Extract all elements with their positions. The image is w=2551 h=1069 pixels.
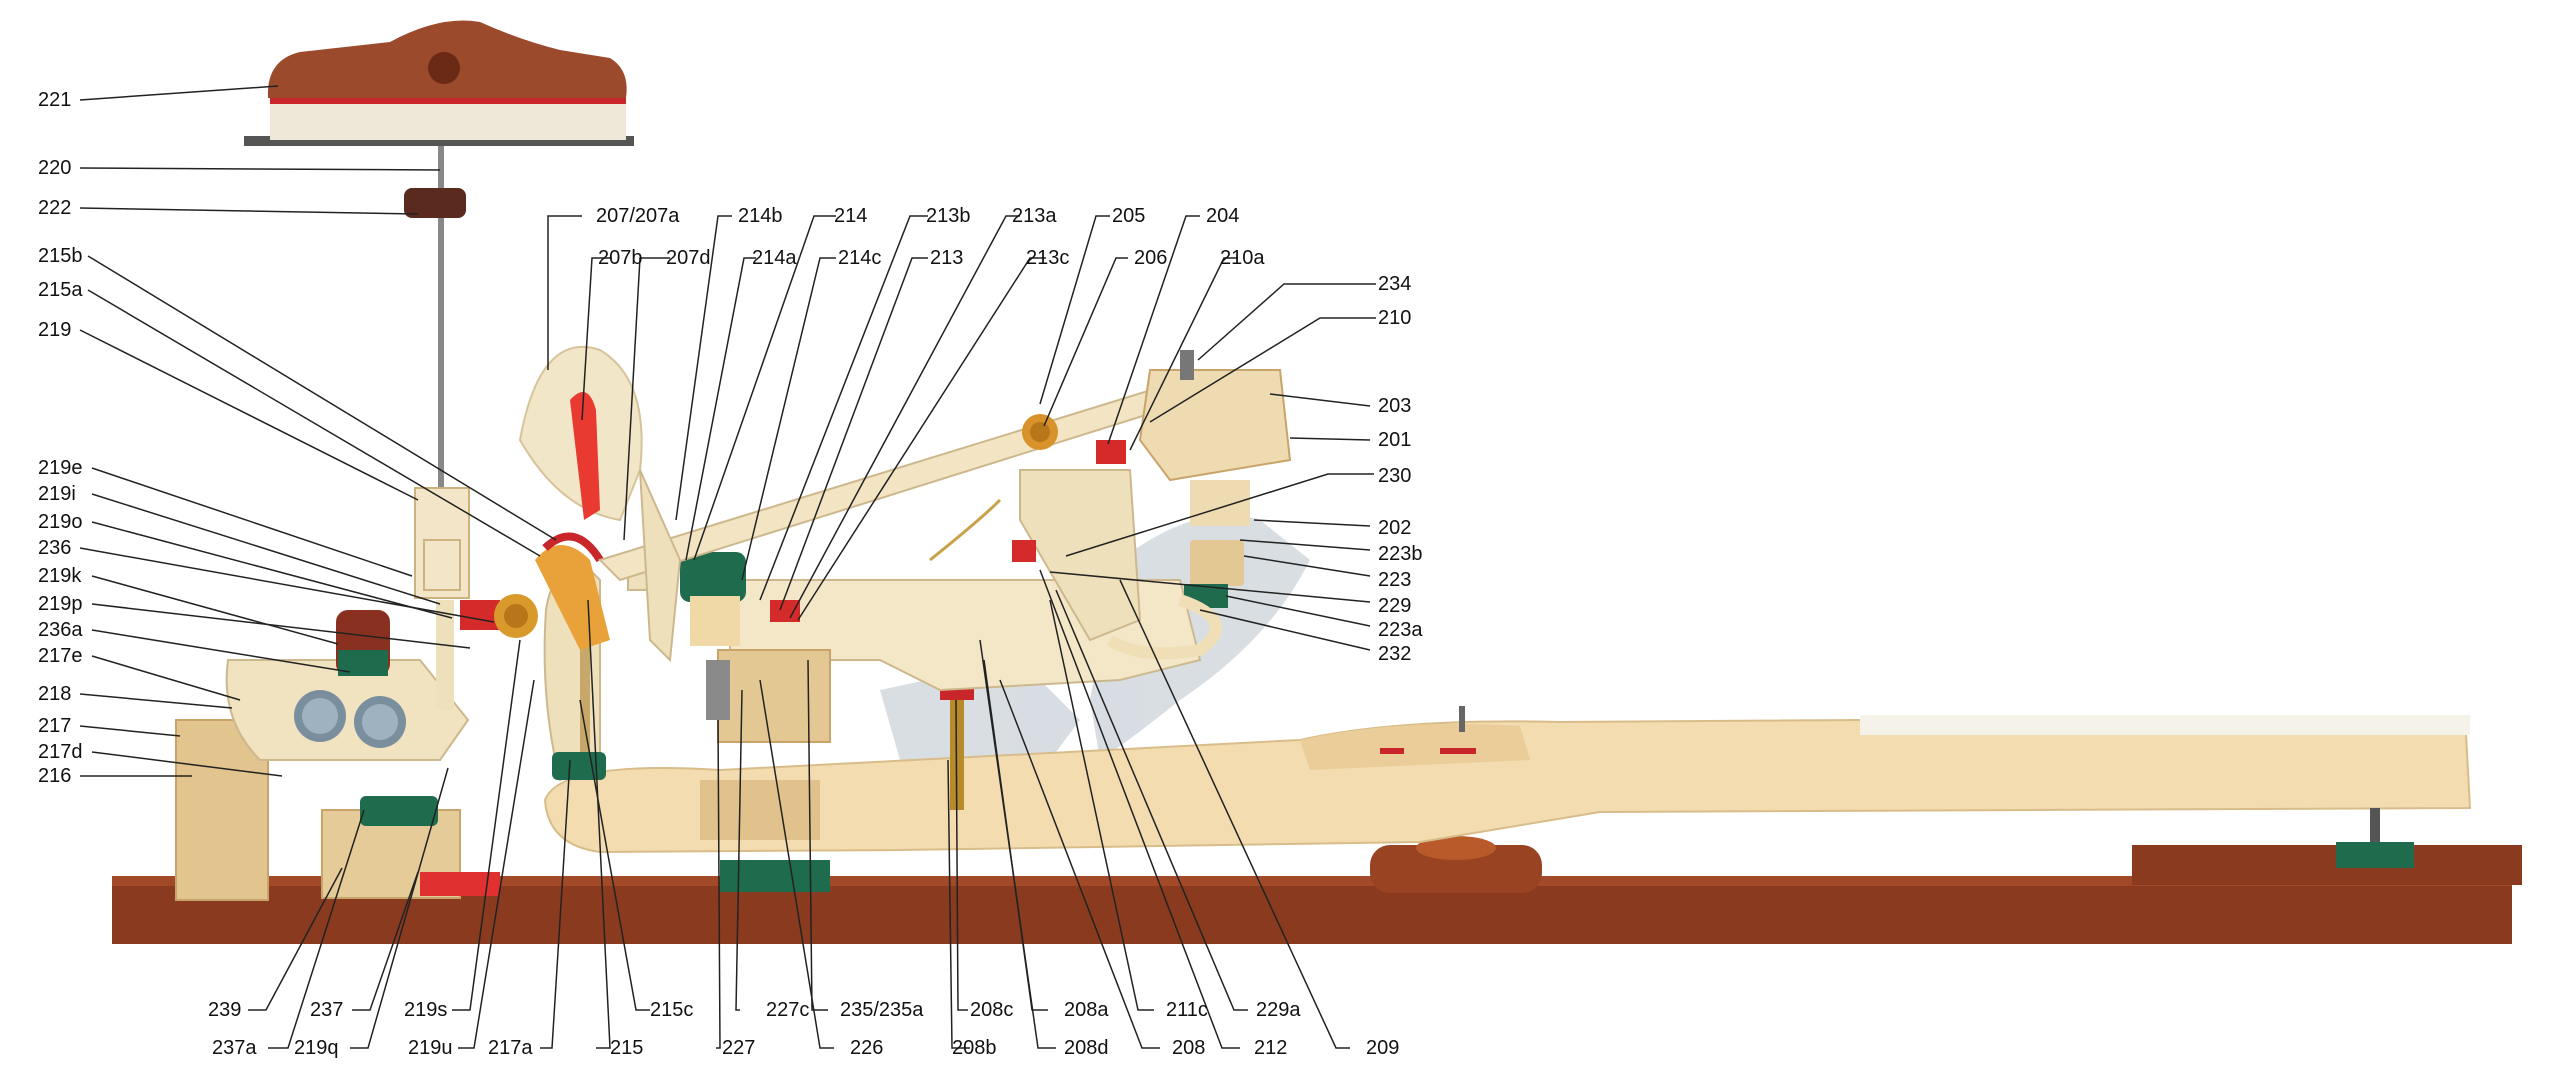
hammer-assembly [518, 345, 1292, 663]
label-208a: 208a [1064, 999, 1109, 1021]
label-214b: 214b [738, 205, 783, 227]
damper-assembly [244, 20, 634, 710]
label-223b: 223b [1378, 543, 1423, 565]
label-213: 213 [930, 247, 963, 269]
label-215c: 215c [650, 999, 693, 1021]
label-217e: 217e [38, 645, 83, 667]
label-206: 206 [1134, 247, 1167, 269]
label-227c: 227c [766, 999, 809, 1021]
label-201: 201 [1378, 429, 1411, 451]
label-219i: 219i [38, 483, 76, 505]
label-218: 218 [38, 683, 71, 705]
label-219p: 219p [38, 593, 83, 615]
label-229: 229 [1378, 595, 1411, 617]
label-209: 209 [1366, 1037, 1399, 1059]
label-217: 217 [38, 715, 71, 737]
label-215b: 215b [38, 245, 83, 267]
label-208c: 208c [970, 999, 1013, 1021]
label-227: 227 [722, 1037, 755, 1059]
label-219u: 219u [408, 1037, 453, 1059]
label-237a: 237a [212, 1037, 257, 1059]
callout-labels: 221 220 222 215b 215a 219 219e 219i 219o… [38, 89, 1423, 1059]
label-217d: 217d [38, 741, 83, 763]
label-202: 202 [1378, 517, 1411, 539]
label-239: 239 [208, 999, 241, 1021]
key [543, 706, 2472, 868]
label-230: 230 [1378, 465, 1411, 487]
label-214a: 214a [752, 247, 797, 269]
label-216: 216 [38, 765, 71, 787]
label-215a: 215a [38, 279, 83, 301]
label-222: 222 [38, 197, 71, 219]
label-219k: 219k [38, 565, 82, 587]
label-204: 204 [1206, 205, 1239, 227]
label-219q: 219q [294, 1037, 339, 1059]
label-232: 232 [1378, 643, 1411, 665]
label-207b: 207b [598, 247, 643, 269]
label-211c: 211c [1166, 999, 1208, 1021]
label-223: 223 [1378, 569, 1411, 591]
label-221: 221 [38, 89, 71, 111]
label-229a: 229a [1256, 999, 1301, 1021]
label-215: 215 [610, 1037, 643, 1059]
piano-action-illustration [112, 20, 2522, 944]
label-219o: 219o [38, 511, 83, 533]
left-blocks [175, 610, 500, 901]
label-235-235a: 235/235a [840, 999, 924, 1021]
label-208d: 208d [1064, 1037, 1109, 1059]
label-219e: 219e [38, 457, 83, 479]
label-214: 214 [834, 205, 867, 227]
label-203: 203 [1378, 395, 1411, 417]
keybed [112, 836, 2522, 944]
label-208: 208 [1172, 1037, 1205, 1059]
label-226: 226 [850, 1037, 883, 1059]
label-219s: 219s [404, 999, 447, 1021]
label-236a: 236a [38, 619, 83, 641]
label-207-207a: 207/207a [596, 205, 680, 227]
label-213c: 213c [1026, 247, 1069, 269]
label-237: 237 [310, 999, 343, 1021]
label-236: 236 [38, 537, 71, 559]
label-208b: 208b [952, 1037, 997, 1059]
label-217a: 217a [488, 1037, 533, 1059]
label-220: 220 [38, 157, 71, 179]
label-212: 212 [1254, 1037, 1287, 1059]
label-234: 234 [1378, 273, 1411, 295]
label-214c: 214c [838, 247, 881, 269]
label-223a: 223a [1378, 619, 1423, 641]
leader-lines [79, 85, 1376, 1049]
label-210a: 210a [1220, 247, 1265, 269]
label-210: 210 [1378, 307, 1411, 329]
label-213a: 213a [1012, 205, 1057, 227]
label-213b: 213b [926, 205, 971, 227]
label-205: 205 [1112, 205, 1145, 227]
label-219: 219 [38, 319, 71, 341]
label-207d: 207d [666, 247, 711, 269]
